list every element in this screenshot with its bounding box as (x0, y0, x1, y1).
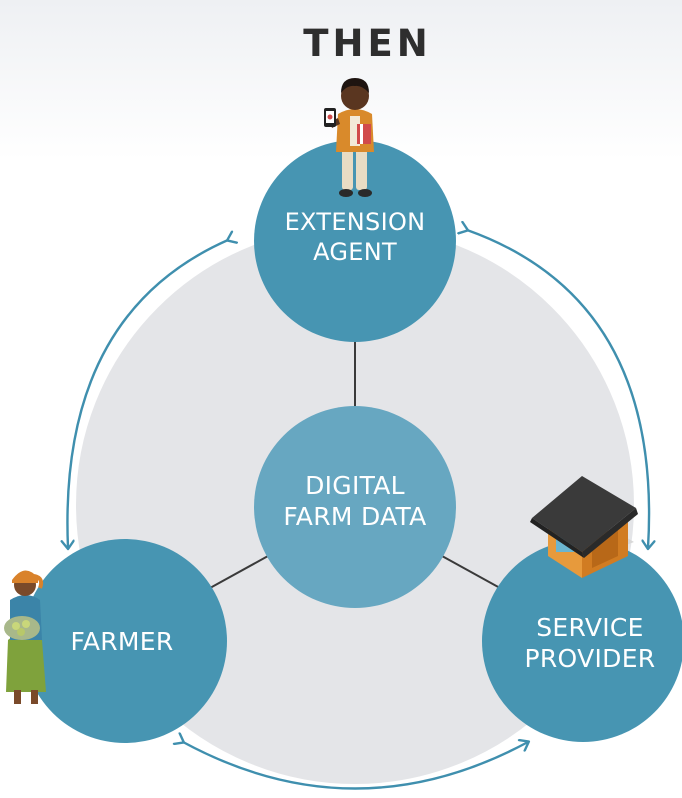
digital-farm-data-label-line2: FARM DATA (283, 502, 427, 531)
arrow-agent-farmer (67, 240, 228, 548)
service-provider-label-line1: SERVICE (536, 613, 644, 642)
service-provider-label: SERVICE PROVIDER (490, 612, 682, 674)
farmer-node (23, 539, 227, 743)
digital-farm-data-node (254, 406, 456, 608)
service-provider-label-line2: PROVIDER (524, 644, 656, 673)
person-with-phone-icon (324, 78, 374, 197)
farmer-woman-icon (4, 570, 46, 704)
farmer-label-line1: FARMER (70, 627, 174, 656)
digital-farm-data-label-line1: DIGITAL (305, 471, 405, 500)
arrow-farmer-provider (183, 742, 528, 790)
page-title: THEN (303, 22, 432, 65)
connector-farmer-data (209, 555, 269, 589)
digital-farm-data-label: DIGITAL FARM DATA (255, 470, 455, 532)
extension-agent-node (254, 140, 456, 342)
farmer-label: FARMER (22, 626, 222, 657)
extension-agent-label: EXTENSION AGENT (255, 208, 455, 268)
shop-building-icon (530, 476, 638, 578)
connector-provider-data (441, 555, 501, 589)
extension-agent-label-line1: EXTENSION (284, 208, 426, 236)
service-provider-node (482, 540, 682, 742)
arrow-agent-provider (467, 230, 649, 548)
extension-agent-label-line2: AGENT (313, 237, 397, 266)
